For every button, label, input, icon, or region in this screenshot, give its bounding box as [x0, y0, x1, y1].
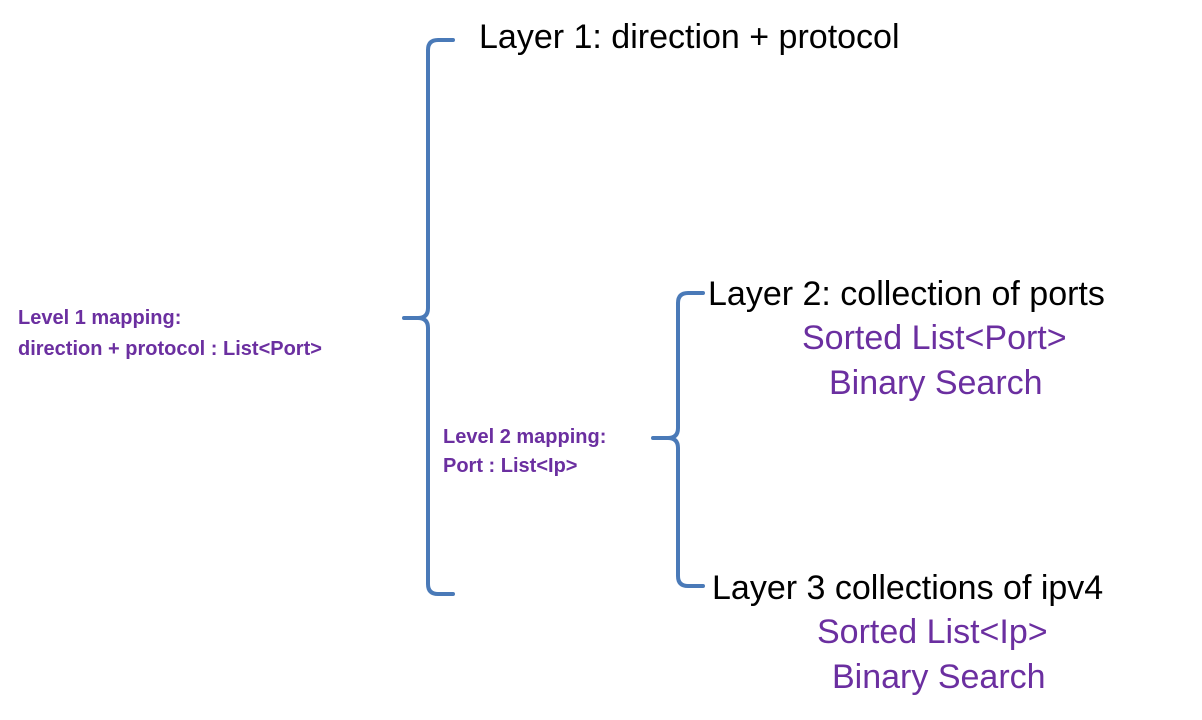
inner-brace	[651, 291, 705, 588]
layer2-algorithm: Binary Search	[829, 364, 1043, 402]
layer1-title: Layer 1: direction + protocol	[479, 18, 900, 56]
level2-mapping-value: Port : List<Ip>	[443, 455, 578, 477]
layer3-algorithm: Binary Search	[832, 658, 1046, 696]
layer2-title: Layer 2: collection of ports	[708, 275, 1105, 313]
level1-mapping-label: Level 1 mapping:	[18, 307, 182, 329]
outer-brace	[402, 38, 455, 596]
layer3-title: Layer 3 collections of ipv4	[712, 569, 1104, 607]
level1-mapping-value: direction + protocol : List<Port>	[18, 338, 322, 360]
layer3-structure: Sorted List<Ip>	[817, 613, 1048, 651]
level2-mapping-label: Level 2 mapping:	[443, 426, 607, 448]
layer2-structure: Sorted List<Port>	[802, 319, 1067, 357]
